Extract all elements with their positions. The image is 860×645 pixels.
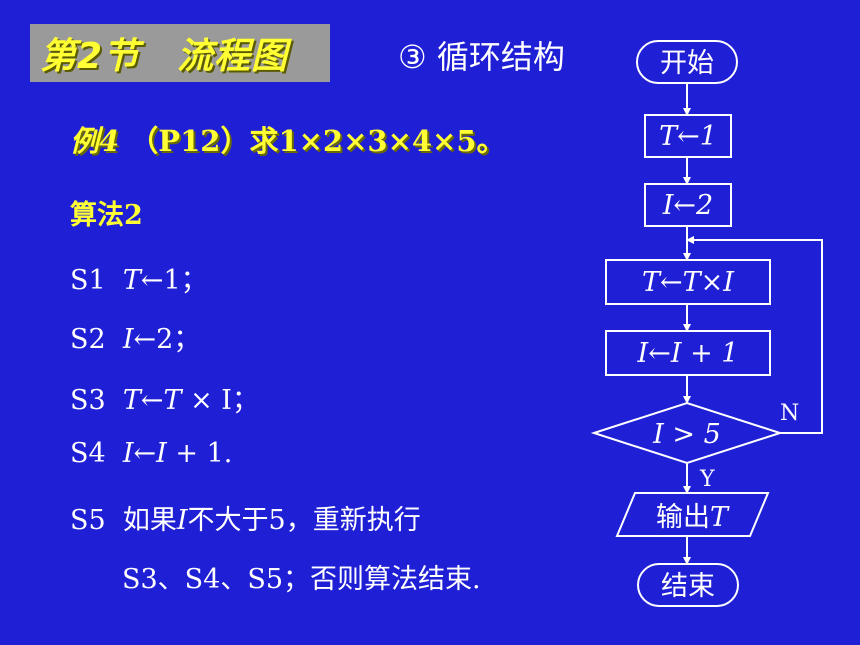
step-s1: S1 T←1； — [70, 258, 208, 297]
example-label: 例4 — [70, 124, 120, 158]
output-label-text: 输出 — [656, 502, 710, 533]
yes-label: Y — [699, 467, 715, 492]
step-text: ←2； — [133, 324, 201, 355]
output-label-var: T — [710, 502, 730, 533]
box2-label: I←2 — [662, 190, 713, 221]
subtitle: ③ 循环结构 — [398, 38, 565, 76]
section-title-box: 第2节 流程图 — [30, 24, 330, 82]
example-heading: 例4 （P12）求1×2×3×4×5。 — [70, 118, 506, 160]
decision-label: I > 5 — [652, 419, 721, 450]
output-label: 输出T — [656, 502, 730, 533]
box4-label: I←I + 1 — [637, 338, 739, 369]
step-var: I — [122, 324, 134, 355]
box3-label: T←T×I — [642, 267, 735, 298]
step-s5-continuation: S3、S4、S5；否则算法结束. — [122, 564, 481, 595]
start-label: 开始 — [660, 48, 714, 79]
algorithm-title: 算法2 — [70, 200, 143, 231]
step-text: ←1； — [140, 265, 208, 296]
step-id: S3 — [70, 385, 106, 416]
example-text: （P12）求1×2×3×4×5。 — [119, 124, 506, 158]
step-var: T — [163, 385, 182, 416]
step-id: S1 — [70, 265, 106, 296]
section-title: 第2节 流程图 — [40, 36, 289, 77]
step-id: S2 — [70, 324, 106, 355]
step-var: I — [156, 438, 167, 469]
step-text: ← — [140, 385, 164, 416]
step-var: I — [122, 438, 134, 469]
step-s4: S4 I←I + 1. — [70, 438, 232, 469]
step-var: T — [122, 265, 141, 296]
box1-label: T←1 — [659, 121, 717, 152]
arrow-loop-back — [686, 236, 823, 434]
output-parallelogram — [615, 492, 770, 537]
step-s2: S2 I←2； — [70, 317, 200, 356]
step-id: S5 — [70, 505, 106, 536]
step-s5: S5 如果I不大于5，重新执行 — [70, 498, 421, 537]
step-text: 不大于5，重新执行 — [187, 505, 421, 536]
step-var: T — [122, 385, 141, 416]
no-label: N — [780, 401, 799, 426]
step-id: S4 — [70, 438, 106, 469]
step-var: I — [176, 505, 188, 536]
step-text: ← — [133, 438, 157, 469]
step-text: × I； — [181, 385, 259, 416]
step-text: + 1. — [166, 438, 233, 469]
step-s3: S3 T←T × I； — [70, 378, 259, 417]
end-label: 结束 — [661, 571, 715, 602]
step-text: 如果 — [122, 505, 177, 536]
